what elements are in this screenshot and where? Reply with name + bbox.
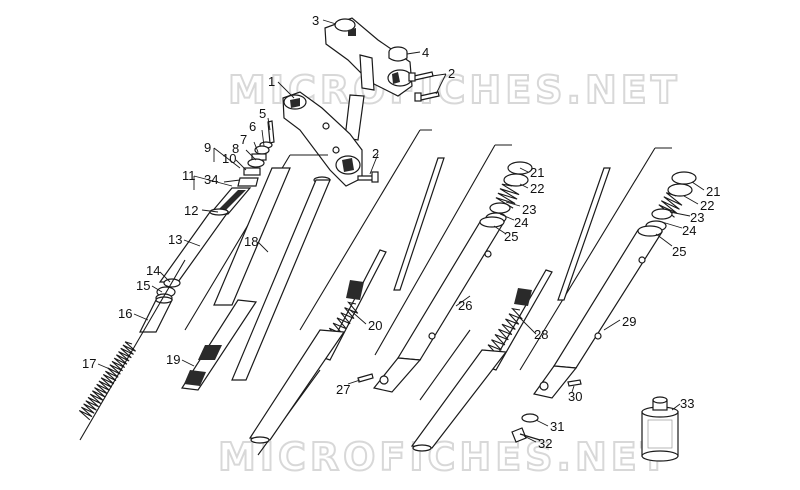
upper-triple-clamp (324, 17, 413, 97)
label-23-b: 23 (690, 210, 704, 225)
label-1: 1 (268, 74, 275, 89)
label-28: 28 (534, 327, 548, 342)
steering-cap (388, 46, 408, 62)
label-18: 18 (244, 234, 258, 249)
part-number-labels: 3 4 2 1 2 5 6 7 8 9 10 11 34 12 13 14 15… (82, 13, 720, 451)
watermark-bottom: MICROFICHES.NET (218, 435, 671, 479)
label-15: 15 (136, 278, 150, 293)
label-31: 31 (550, 419, 564, 434)
spacer-tube (139, 296, 173, 333)
label-12: 12 (184, 203, 198, 218)
leader-lines (97, 19, 705, 443)
damper-rod-assembly-left (248, 157, 445, 444)
label-10: 10 (222, 151, 236, 166)
label-2-top: 2 (448, 66, 455, 81)
label-25-a: 25 (504, 229, 518, 244)
lower-triple-clamp (282, 91, 363, 187)
label-29: 29 (622, 314, 636, 329)
label-25-b: 25 (672, 244, 686, 259)
label-34: 34 (204, 172, 218, 187)
label-2-lower: 2 (372, 146, 379, 161)
fork-outer-tube (180, 167, 331, 391)
label-23-a: 23 (522, 202, 536, 217)
label-6: 6 (249, 119, 256, 134)
label-27: 27 (336, 382, 350, 397)
drain-screw-right (567, 379, 582, 387)
label-20: 20 (368, 318, 382, 333)
damper-rod-assembly-right (410, 167, 611, 452)
clamp-bolt-lower (357, 171, 379, 183)
label-21-b: 21 (706, 184, 720, 199)
label-3: 3 (312, 13, 319, 28)
label-19: 19 (166, 352, 180, 367)
label-30: 30 (568, 389, 582, 404)
label-22-b: 22 (700, 198, 714, 213)
label-17: 17 (82, 356, 96, 371)
fork-slider-right (532, 225, 664, 399)
label-4: 4 (422, 45, 429, 60)
steering-stem (344, 94, 365, 141)
label-32: 32 (538, 436, 552, 451)
label-21-a: 21 (530, 165, 544, 180)
fork-top-hardware-left (208, 120, 275, 215)
drain-screw-left (357, 373, 374, 383)
label-16: 16 (118, 306, 132, 321)
label-9: 9 (204, 140, 211, 155)
label-24-b: 24 (682, 223, 696, 238)
fork-slider-left (372, 216, 506, 393)
label-33: 33 (680, 396, 694, 411)
label-8: 8 (232, 141, 239, 156)
fork-spring (78, 341, 136, 421)
label-24-a: 24 (514, 215, 528, 230)
label-11: 11 (182, 168, 196, 183)
washer-and-bolt (511, 413, 541, 443)
label-14: 14 (146, 263, 160, 278)
label-22-a: 22 (530, 181, 544, 196)
label-13: 13 (168, 232, 182, 247)
label-26: 26 (458, 298, 472, 313)
fork-oil-bottle (641, 396, 679, 462)
label-5: 5 (259, 106, 266, 121)
label-7: 7 (240, 132, 247, 147)
